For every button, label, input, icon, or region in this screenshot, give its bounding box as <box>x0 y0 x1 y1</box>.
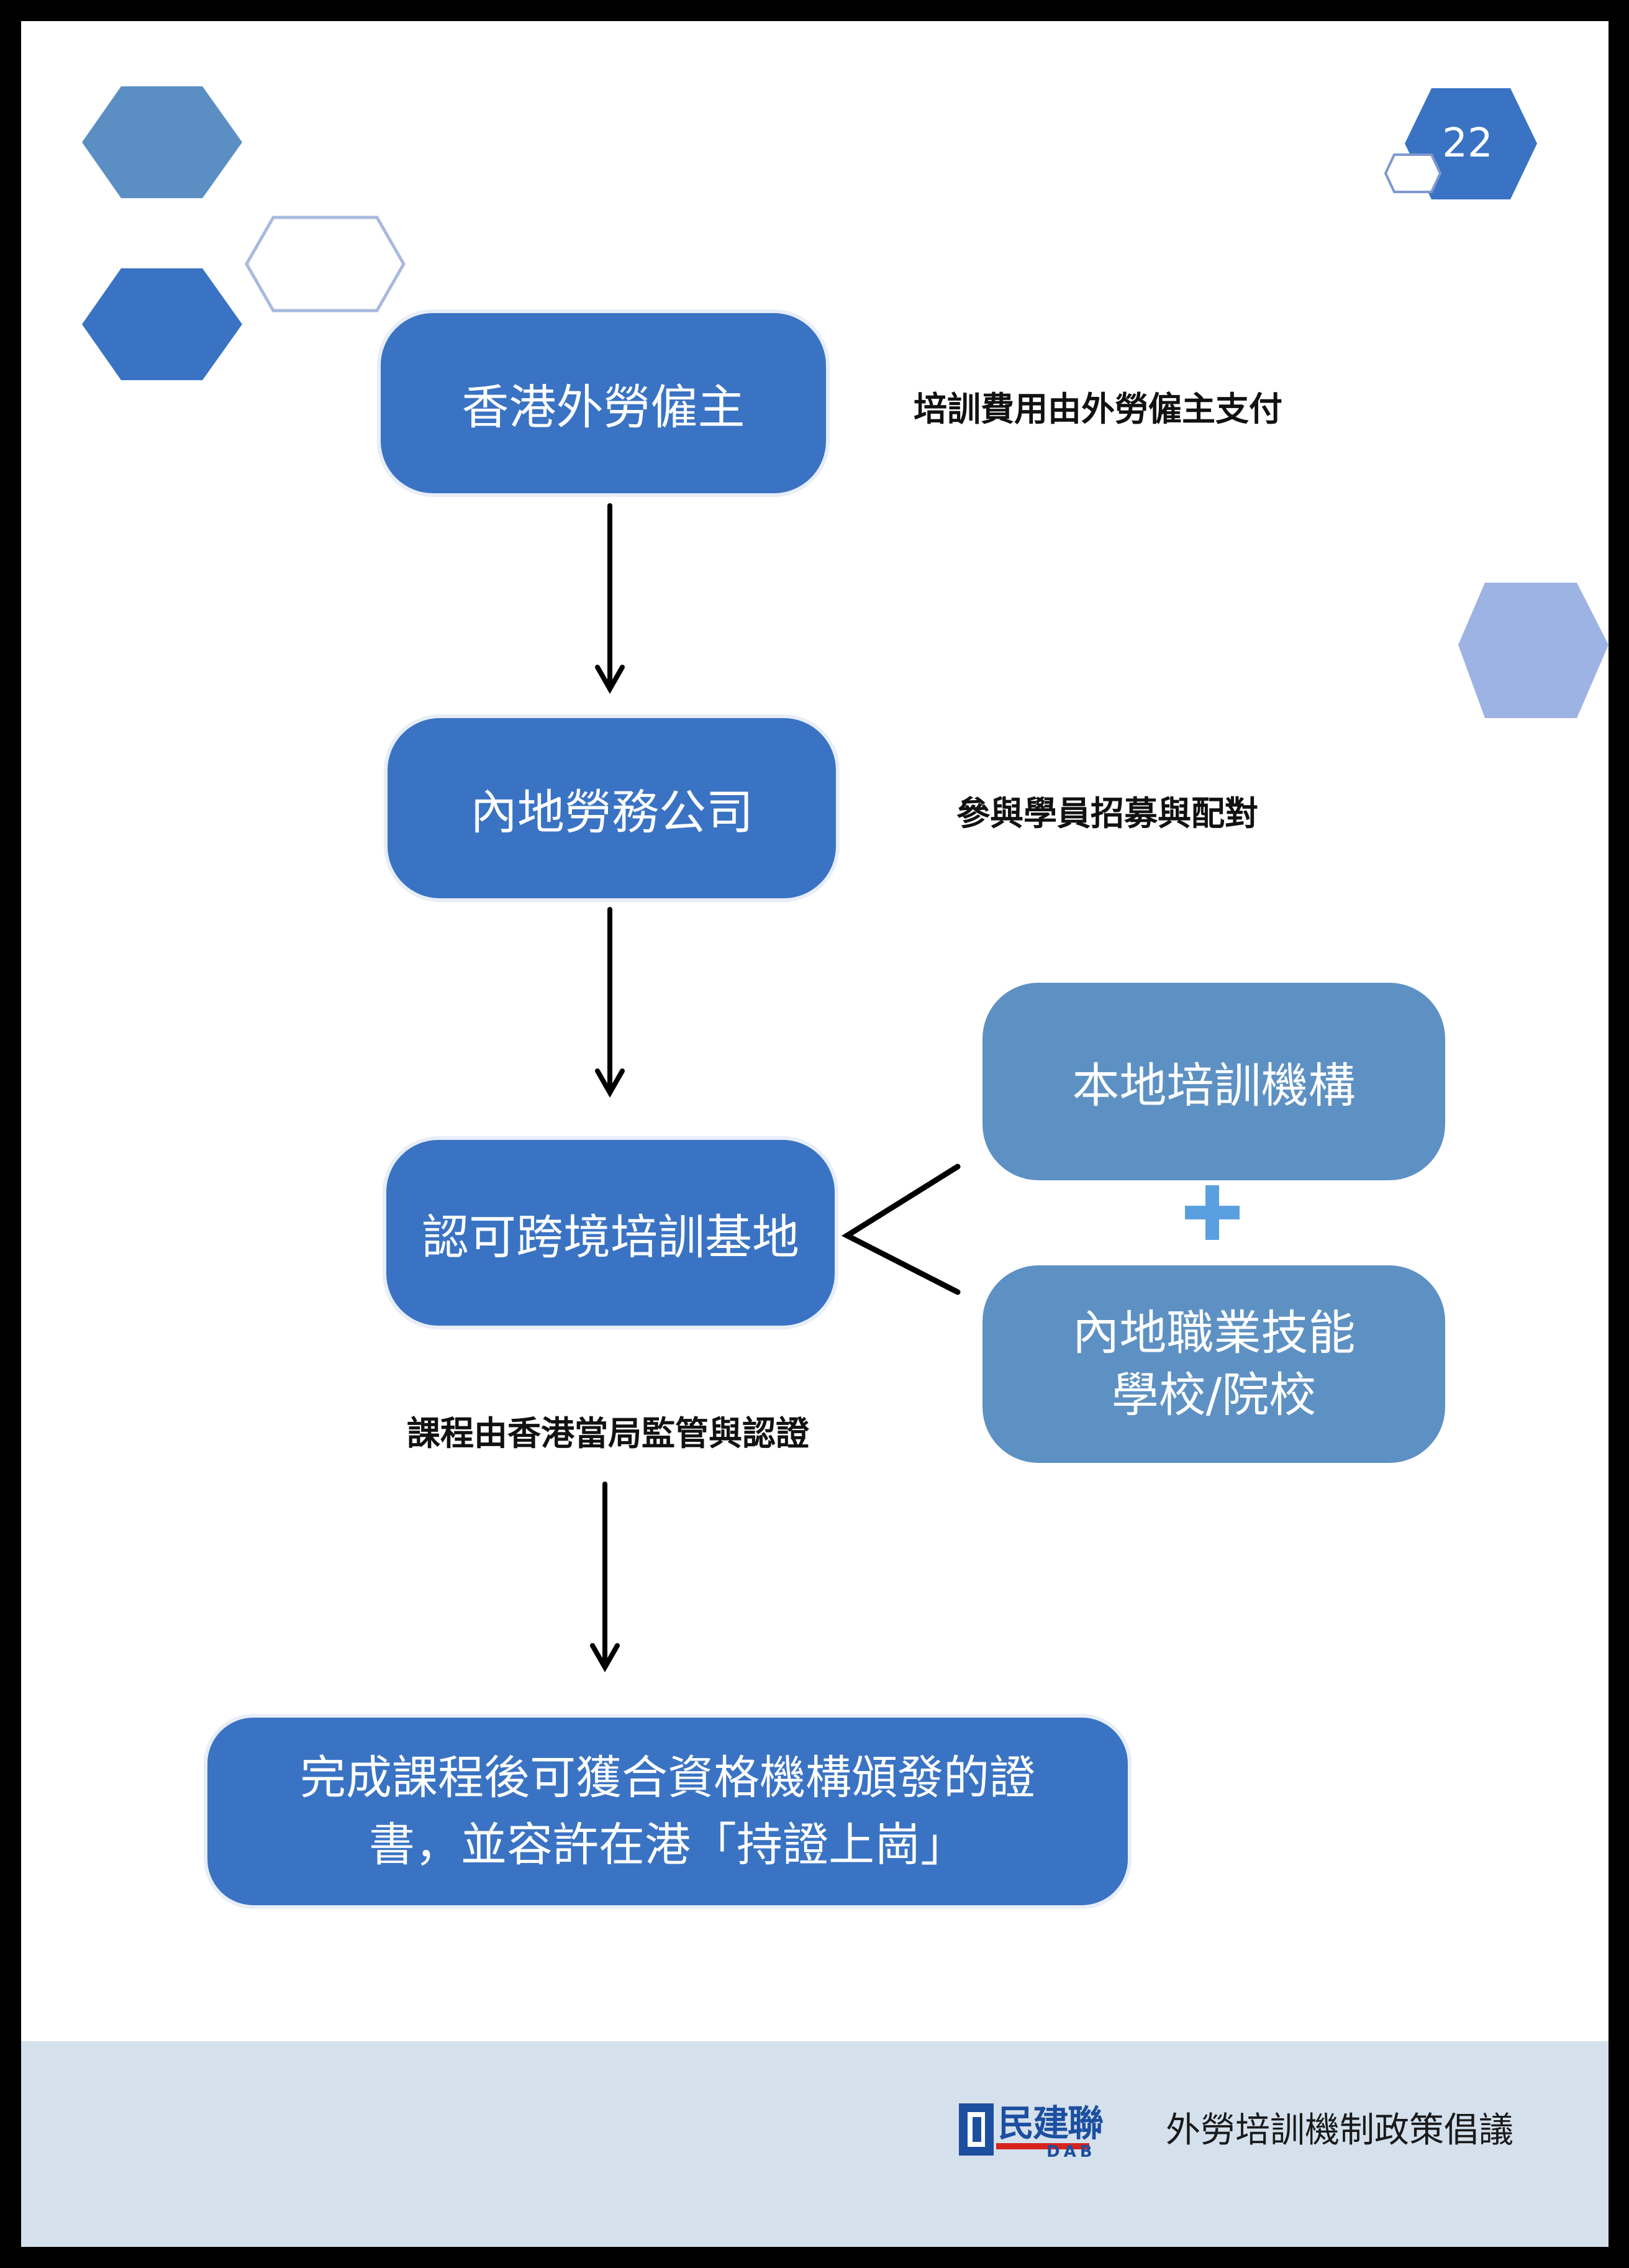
document-title: 外勞培訓機制政策倡議 <box>1166 2110 1513 2151</box>
training-base-box: 認可跨境培訓基地 <box>383 1136 838 1329</box>
plus-icon <box>1185 1185 1240 1240</box>
page: 22 香港外勞僱主 培訓費用由外勞僱主支付 內地勞務公司 參與學員招募與配對 認… <box>21 21 1609 2247</box>
hexagon-outline-decoration <box>1384 153 1442 193</box>
page-number: 22 <box>1442 121 1493 166</box>
outcome-label-line2: 書，並容許在港「持證上崗」 <box>369 1818 966 1872</box>
vocational-school-label-line1: 內地職業技能 <box>1072 1305 1356 1360</box>
local-institution-box: 本地培訓機構 <box>982 983 1445 1180</box>
flow-arrow-2-head <box>595 1068 625 1098</box>
logo-text: 民建聯 <box>998 2102 1104 2144</box>
employer-note: 培訓費用由外勞僱主支付 <box>914 389 1282 429</box>
merge-connector <box>841 1164 961 1295</box>
hexagon-decoration <box>1458 583 1609 718</box>
diagram-graphics <box>82 86 1609 1673</box>
employer-box: 香港外勞僱主 <box>377 309 830 497</box>
hexagon-decoration <box>82 268 242 380</box>
hexagon-decoration <box>82 86 242 198</box>
dab-logo-mark <box>959 2103 1089 2156</box>
outcome-box: 完成課程後可獲合資格機構頒發的證 書，並容許在港「持證上崗」 <box>204 1714 1132 1909</box>
flow-arrow-3-head <box>590 1643 620 1673</box>
vocational-school-box: 內地職業技能 學校/院校 <box>982 1265 1445 1463</box>
vocational-school-label-line2: 學校/院校 <box>1111 1367 1317 1423</box>
mainland-agency-label: 內地勞務公司 <box>470 785 753 840</box>
local-institution-label: 本地培訓機構 <box>1072 1058 1356 1113</box>
training-base-label: 認可跨境培訓基地 <box>422 1209 799 1265</box>
employer-label: 香港外勞僱主 <box>461 380 745 435</box>
outcome-label-line1: 完成課程後可獲合資格機構頒發的證 <box>300 1751 1035 1805</box>
base-note: 課程由香港當局監管與認證 <box>407 1414 809 1453</box>
mainland-agency-box: 內地勞務公司 <box>384 714 840 902</box>
footer-band <box>21 2041 1609 2247</box>
flow-arrow-1-head <box>595 665 625 695</box>
hexagon-outline-decoration <box>245 216 406 312</box>
logo-subtext: DAB <box>1046 2143 1096 2161</box>
agency-note: 參與學員招募與配對 <box>956 794 1258 833</box>
